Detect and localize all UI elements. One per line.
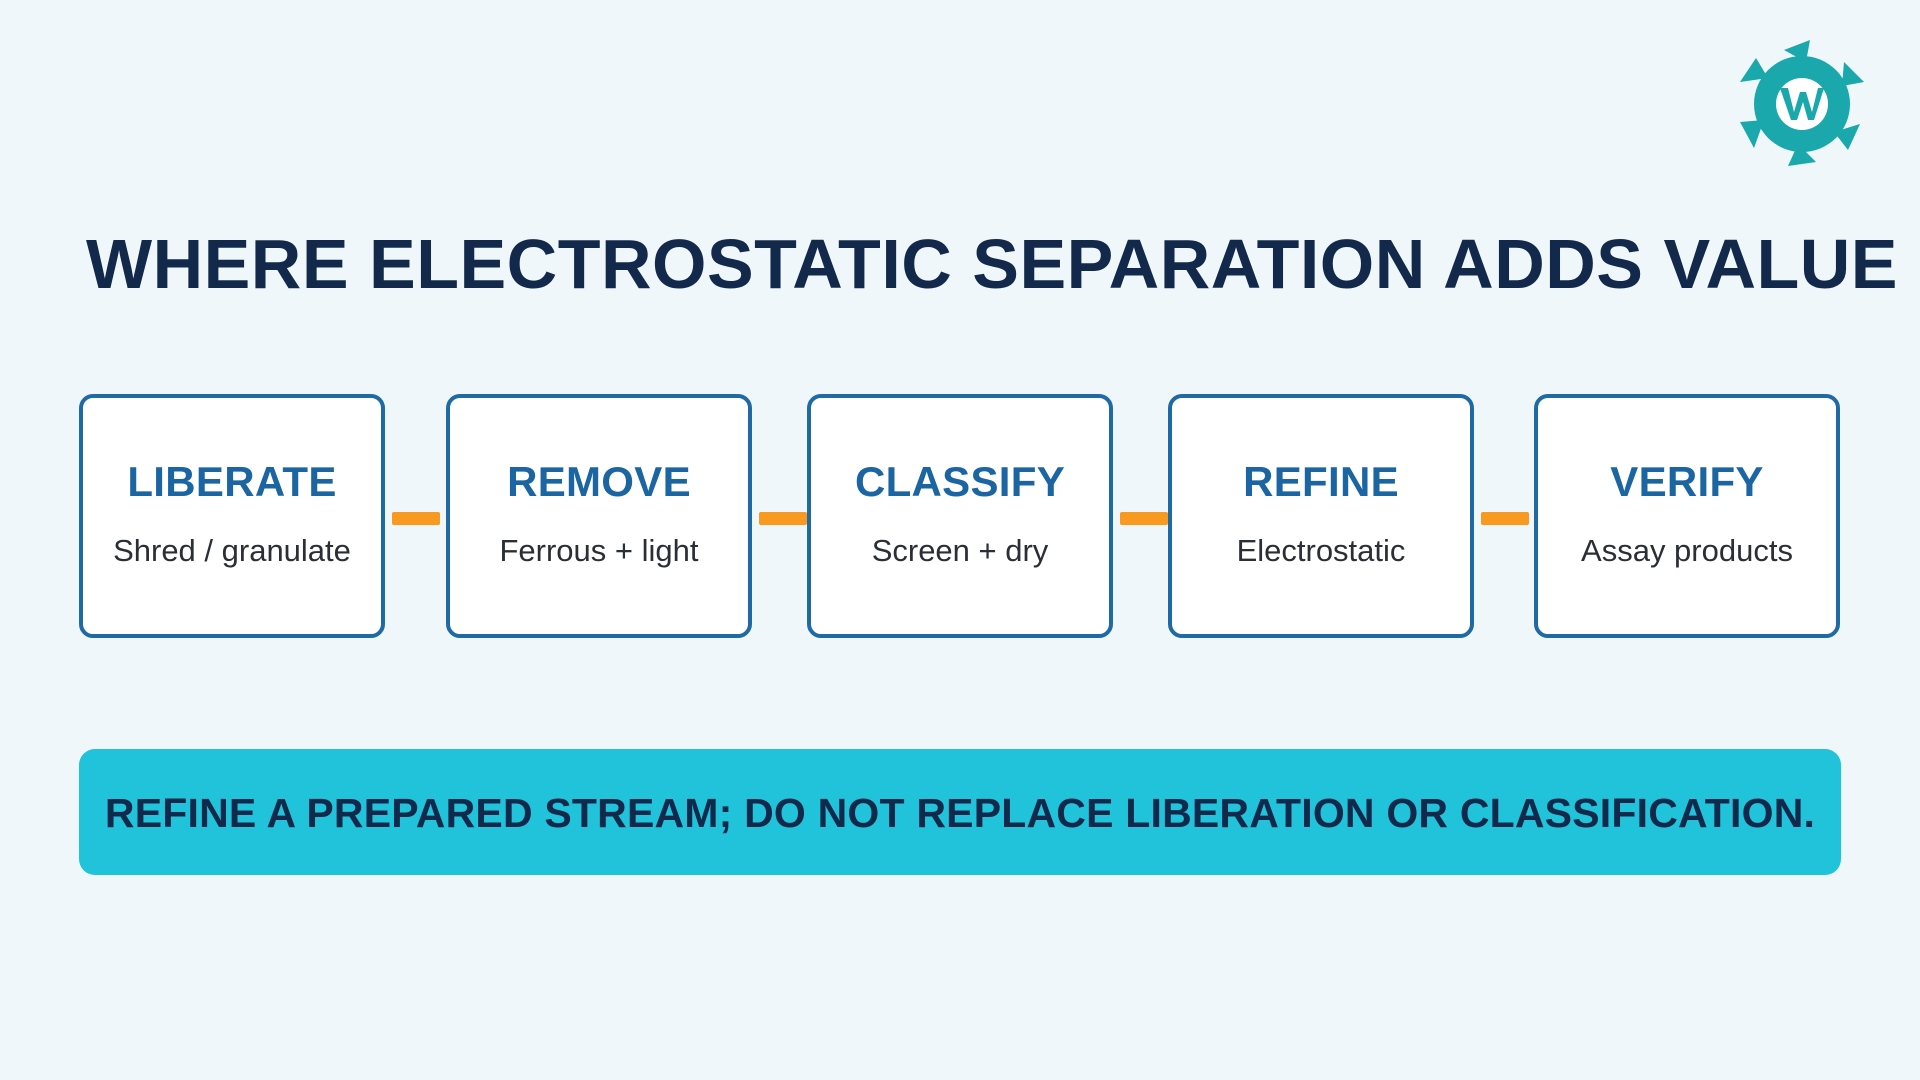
step-description: Ferrous + light [499,533,699,568]
step-box-refine: REFINE Electrostatic [1168,394,1474,638]
step-box-remove: REMOVE Ferrous + light [446,394,752,638]
connector-1 [392,512,440,525]
step-description: Shred / granulate [113,533,351,568]
gear-logo-icon [1740,40,1864,166]
step-label: REFINE [1243,458,1399,505]
connector-2 [759,512,807,525]
step-label: LIBERATE [127,458,337,505]
step-description: Electrostatic [1236,533,1406,568]
connector-4 [1481,512,1529,525]
step-box-verify: VERIFY Assay products [1534,394,1840,638]
page-title: WHERE ELECTROSTATIC SEPARATION ADDS VALU… [86,225,1898,303]
banner-text: REFINE A PREPARED STREAM; DO NOT REPLACE… [104,790,1816,836]
step-label: REMOVE [507,458,691,505]
takeaway-banner: REFINE A PREPARED STREAM; DO NOT REPLACE… [79,749,1841,875]
step-description: Screen + dry [871,533,1049,568]
connector-3 [1120,512,1168,525]
step-box-classify: CLASSIFY Screen + dry [807,394,1113,638]
step-label: VERIFY [1610,458,1764,505]
step-description: Assay products [1581,533,1793,568]
step-box-liberate: LIBERATE Shred / granulate [79,394,385,638]
step-label: CLASSIFY [854,458,1066,505]
